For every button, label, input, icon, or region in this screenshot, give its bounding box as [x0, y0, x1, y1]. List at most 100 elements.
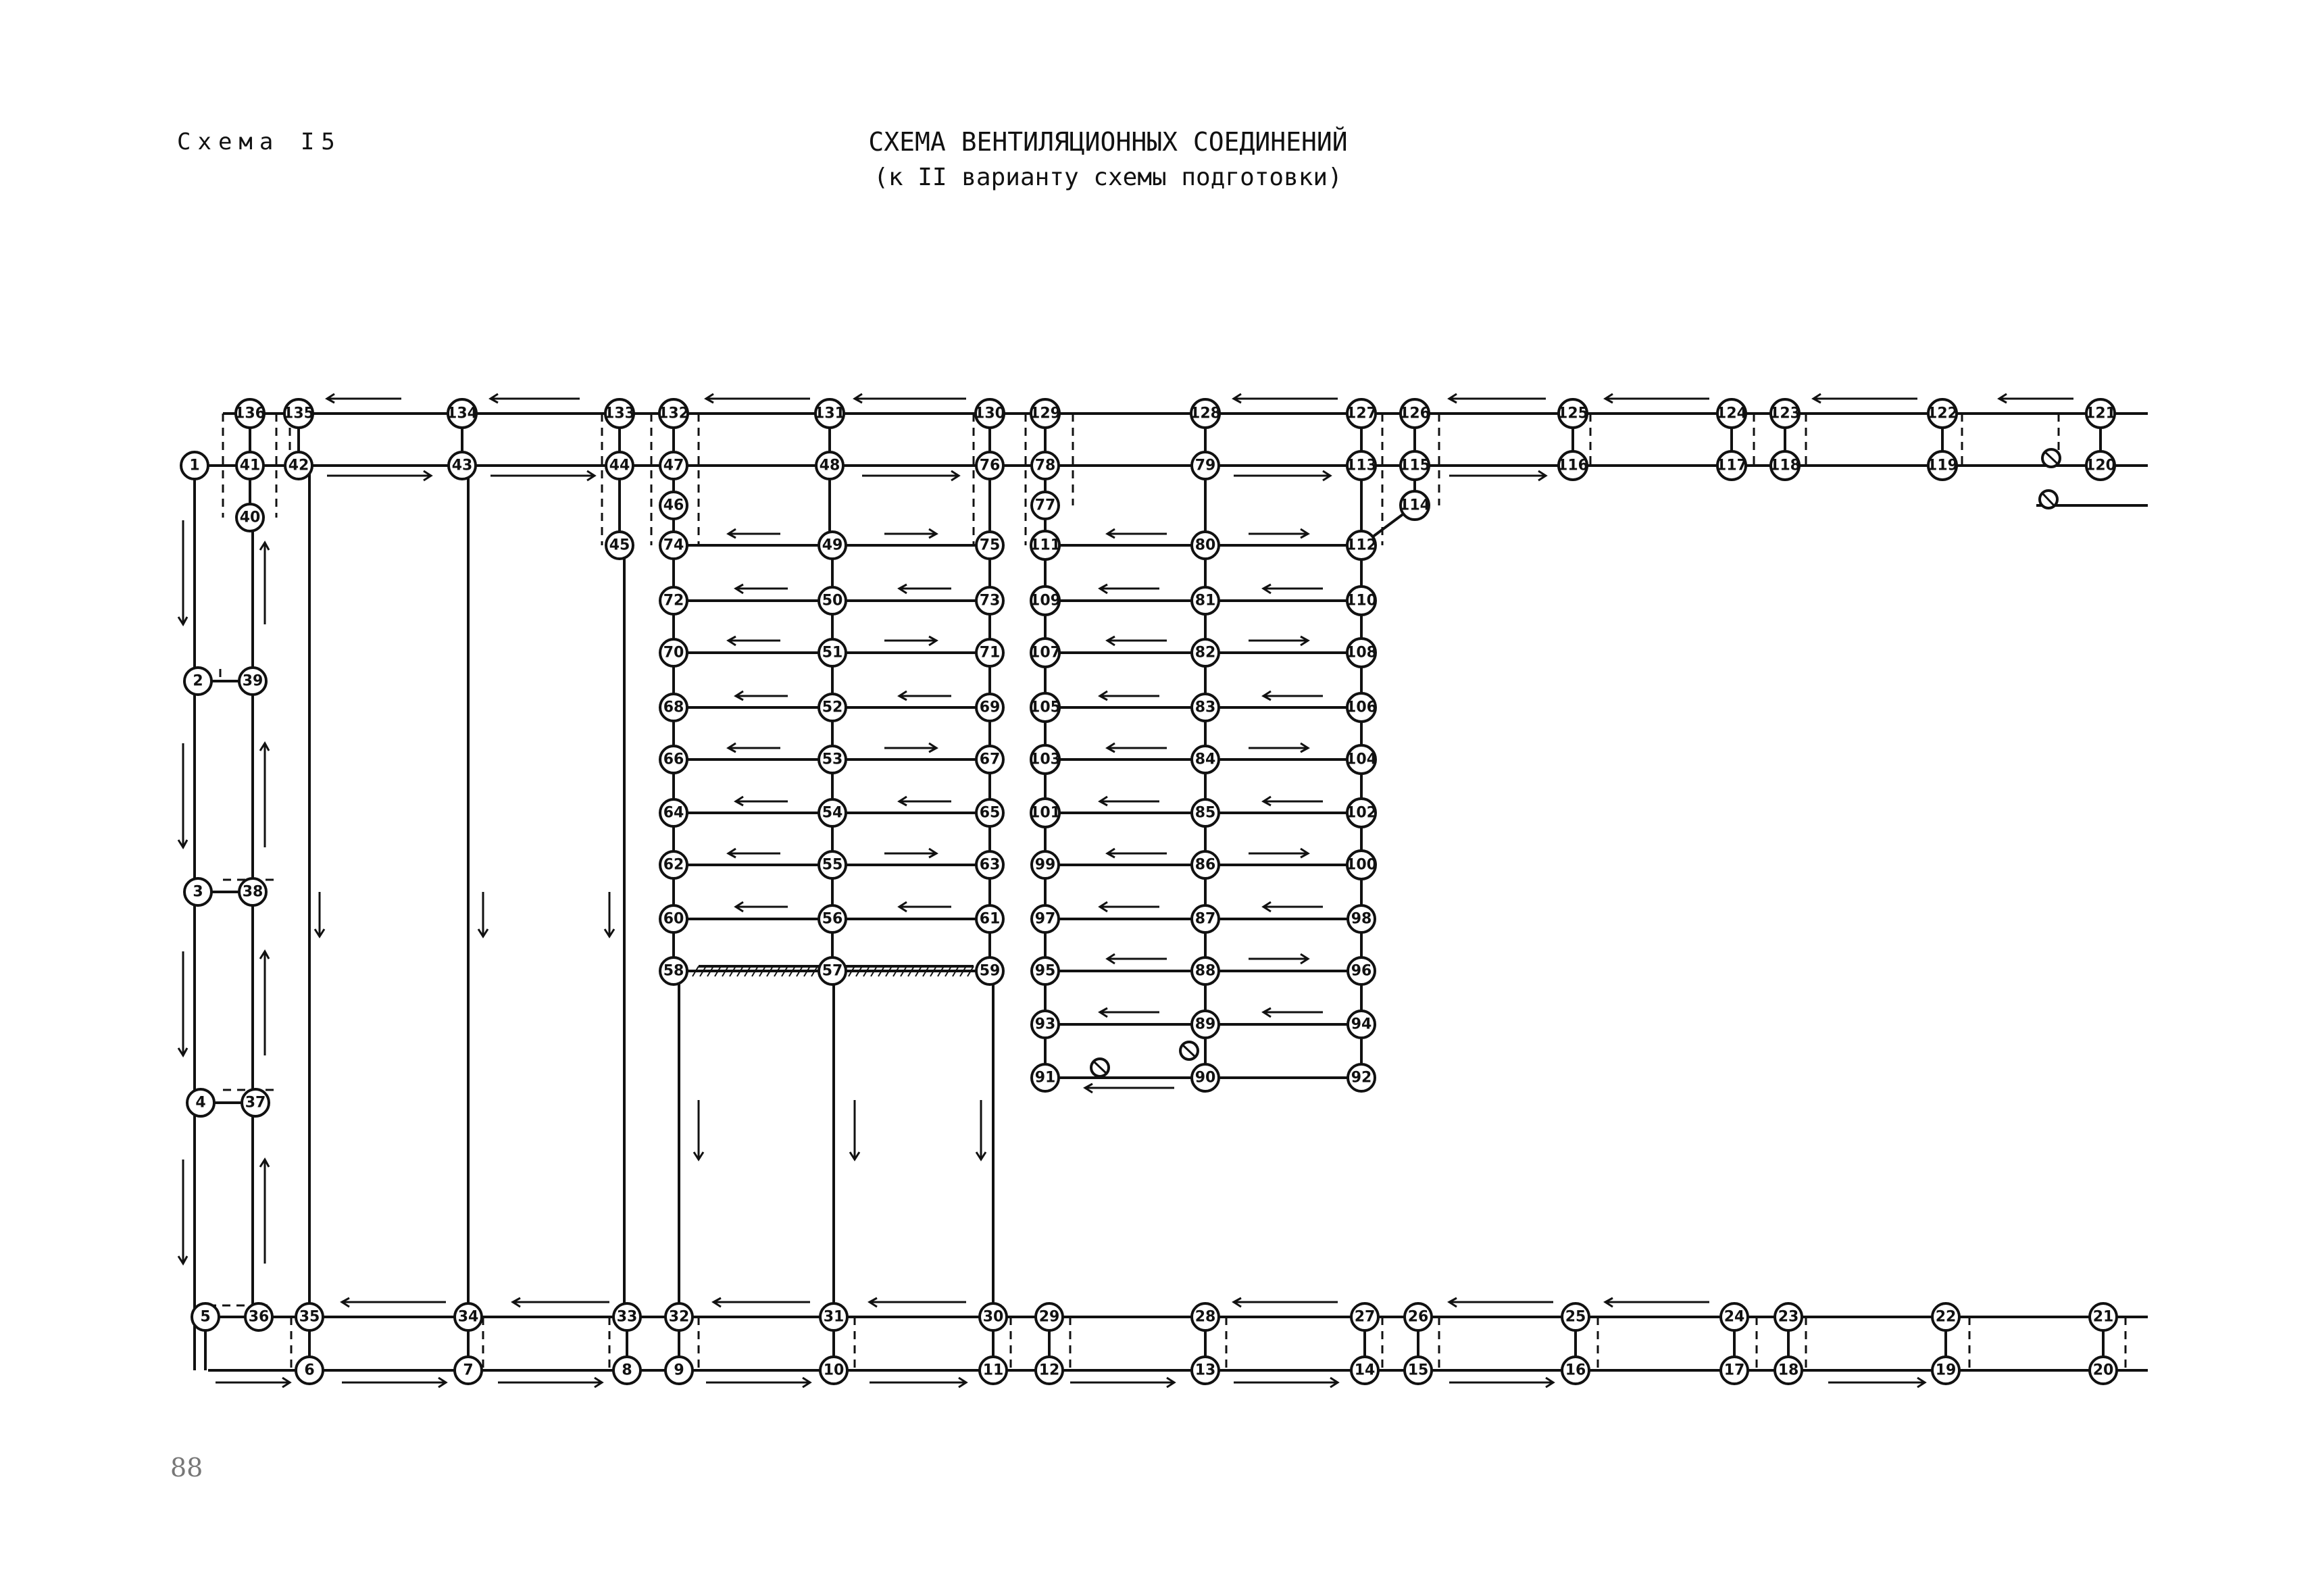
node-label: 131 — [814, 405, 845, 422]
node-47: 47 — [659, 451, 688, 480]
node-label: 67 — [980, 751, 1001, 768]
node-label: 73 — [980, 593, 1001, 609]
node-label: 34 — [458, 1309, 479, 1326]
node-101: 101 — [1030, 797, 1061, 828]
node-66: 66 — [659, 745, 688, 774]
node-label: 4 — [195, 1095, 205, 1112]
node-label: 96 — [1351, 963, 1372, 980]
airflow-arrow — [726, 635, 780, 647]
node-label: 35 — [299, 1309, 320, 1326]
node-68: 68 — [659, 693, 688, 722]
node-117: 117 — [1716, 450, 1747, 481]
node-label: 109 — [1030, 593, 1061, 609]
airflow-arrow — [734, 795, 788, 807]
airflow-arrow — [1105, 742, 1167, 753]
node-124: 124 — [1716, 398, 1747, 429]
airflow-arrow — [325, 393, 401, 404]
node-19: 19 — [1931, 1355, 1961, 1385]
airflow-arrow — [1105, 847, 1167, 859]
node-74: 74 — [659, 530, 688, 560]
node-label: 24 — [1724, 1309, 1745, 1326]
node-54: 54 — [818, 798, 847, 828]
node-123: 123 — [1769, 398, 1801, 429]
node-71: 71 — [975, 638, 1005, 668]
node-4: 4 — [186, 1088, 216, 1118]
node-55: 55 — [818, 850, 847, 880]
node-label: 116 — [1557, 457, 1588, 474]
node-label: 58 — [663, 963, 684, 980]
node-label: 72 — [663, 593, 684, 609]
airflow-arrow — [862, 470, 961, 482]
airflow-arrow — [177, 520, 188, 626]
node-107: 107 — [1030, 637, 1061, 668]
node-label: 133 — [604, 405, 635, 422]
node-11: 11 — [978, 1355, 1008, 1385]
node-134: 134 — [447, 398, 478, 429]
airflow-arrow — [259, 741, 270, 847]
node-29: 29 — [1034, 1302, 1064, 1332]
node-8: 8 — [612, 1355, 642, 1385]
airflow-arrow — [259, 1157, 270, 1264]
diagram-subtitle: (к II варианту схемы подготовки) — [874, 164, 1342, 191]
node-3: 3 — [183, 877, 213, 907]
node-label: 86 — [1195, 857, 1216, 874]
node-label: 38 — [243, 884, 263, 901]
airflow-arrow — [884, 635, 938, 647]
node-129: 129 — [1030, 398, 1061, 429]
node-label: 57 — [822, 963, 843, 980]
airflow-arrow — [1070, 1376, 1176, 1389]
airflow-arrow — [726, 742, 780, 753]
node-label: 100 — [1346, 857, 1377, 874]
node-38: 38 — [238, 877, 268, 907]
node-89: 89 — [1190, 1009, 1220, 1039]
airflow-arrow — [1811, 393, 1917, 404]
node-95: 95 — [1030, 956, 1060, 986]
airflow-arrow — [897, 901, 951, 913]
node-label: 27 — [1355, 1309, 1376, 1326]
node-50: 50 — [818, 586, 847, 616]
airflow-arrow — [177, 743, 188, 849]
node-label: 17 — [1724, 1362, 1745, 1379]
airflow-arrow — [1828, 1376, 1927, 1389]
airflow-arrow — [1249, 847, 1310, 859]
node-label: 62 — [663, 857, 684, 874]
airflow-arrow — [726, 847, 780, 859]
node-label: 110 — [1346, 593, 1377, 609]
node-130: 130 — [974, 398, 1005, 429]
node-111: 111 — [1030, 530, 1061, 561]
node-label: 111 — [1030, 537, 1061, 554]
airflow-arrow — [259, 541, 270, 624]
node-48: 48 — [815, 451, 845, 480]
airflow-arrow — [1261, 583, 1323, 595]
airflow-arrow — [726, 528, 780, 539]
node-131: 131 — [814, 398, 845, 429]
node-10: 10 — [819, 1355, 849, 1385]
airflow-arrow-layer — [177, 393, 2073, 1389]
fan-icon — [1090, 1057, 1110, 1078]
node-label: 21 — [2093, 1309, 2114, 1326]
node-label: 11 — [983, 1362, 1004, 1379]
node-102: 102 — [1346, 797, 1377, 828]
fan-icon — [2038, 489, 2059, 509]
node-33: 33 — [612, 1302, 642, 1332]
node-76: 76 — [975, 451, 1005, 480]
node-label: 40 — [240, 509, 261, 526]
node-label: 75 — [980, 537, 1001, 554]
node-label: 32 — [669, 1309, 690, 1326]
airflow-arrow — [1234, 470, 1332, 482]
node-label: 65 — [980, 805, 1001, 822]
node-91: 91 — [1030, 1063, 1060, 1093]
node-label: 22 — [1936, 1309, 1957, 1326]
node-label: 59 — [980, 963, 1001, 980]
node-label: 18 — [1778, 1362, 1799, 1379]
node-133: 133 — [604, 398, 635, 429]
node-label: 120 — [2085, 457, 2116, 474]
node-60: 60 — [659, 904, 688, 934]
node-label: 108 — [1346, 645, 1377, 662]
airflow-arrow — [734, 583, 788, 595]
node-52: 52 — [818, 693, 847, 722]
node-100: 100 — [1346, 849, 1377, 880]
node-27: 27 — [1350, 1302, 1380, 1332]
node-46: 46 — [659, 491, 688, 520]
node-label: 123 — [1769, 405, 1801, 422]
